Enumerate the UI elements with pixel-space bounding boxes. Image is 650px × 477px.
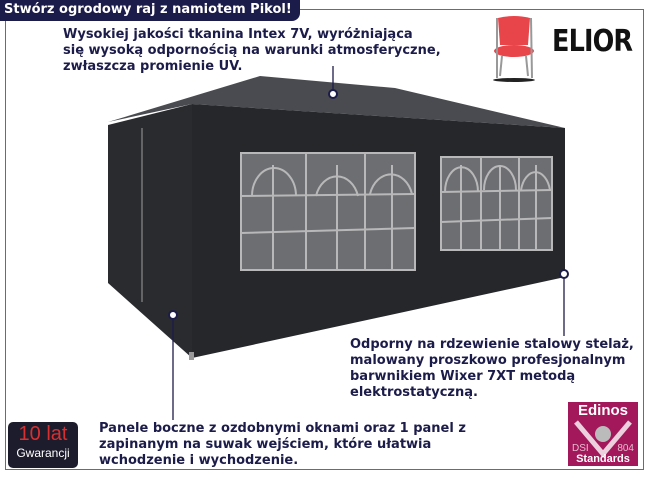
text-line: malowany proszkowo profesjonalnym — [350, 353, 626, 368]
text-line: elektrostatyczną. — [350, 385, 478, 400]
text-line: Odporny na rdzewienie stalowy stelaż, — [350, 337, 634, 352]
text-line: Wysokiej jakości tkanina Intex 7V, wyróż… — [63, 27, 413, 42]
text-line: barwnikiem Wixer 7XT metodą — [350, 369, 576, 384]
certificate-badge: Edinos DSI 804 Standards — [568, 402, 638, 466]
text-line: się wysoką odpornością na warunki atmosf… — [63, 43, 441, 58]
text-line: wchodzenie i wychodzenie. — [99, 453, 299, 468]
feature-panels-text: Panele boczne z ozdobnymi oknami oraz 1 … — [99, 421, 466, 469]
chair-logo-icon — [493, 16, 535, 82]
tent-side-wall — [108, 104, 192, 358]
frame-border — [5, 9, 644, 470]
tent-roof — [108, 76, 565, 128]
certificate-name: Edinos — [577, 402, 628, 419]
warranty-years: 10 lat — [18, 423, 68, 445]
feature-roof-text: Wysokiej jakości tkanina Intex 7V, wyróż… — [63, 27, 441, 75]
text-line: zapinanym na suwak wejściem, które ułatw… — [99, 437, 432, 452]
callout-dot-roof — [328, 89, 338, 99]
text-line: zwłaszcza promienie UV. — [63, 59, 243, 74]
window-group-left — [240, 152, 416, 271]
brand-logo: ELIOR — [552, 24, 633, 59]
window-group-right — [440, 156, 553, 251]
warranty-badge: 10 lat Gwarancji — [8, 422, 78, 468]
certificate-bottom: Standards — [576, 453, 630, 465]
certificate-right: 804 — [617, 443, 634, 454]
page-title: Stwórz ogrodowy raj z namiotem Pikol! — [0, 0, 300, 21]
certificate-left: DSI — [572, 443, 589, 454]
certificate-v-icon — [574, 420, 632, 458]
text-line: Panele boczne z ozdobnymi oknami oraz 1 … — [99, 421, 466, 436]
warranty-label: Gwarancji — [16, 446, 70, 460]
feature-frame-text: Odporny na rdzewienie stalowy stelaż, ma… — [350, 337, 634, 401]
callout-lines — [168, 66, 569, 420]
callout-dot-panels — [168, 310, 178, 320]
callout-dot-frame — [559, 269, 569, 279]
